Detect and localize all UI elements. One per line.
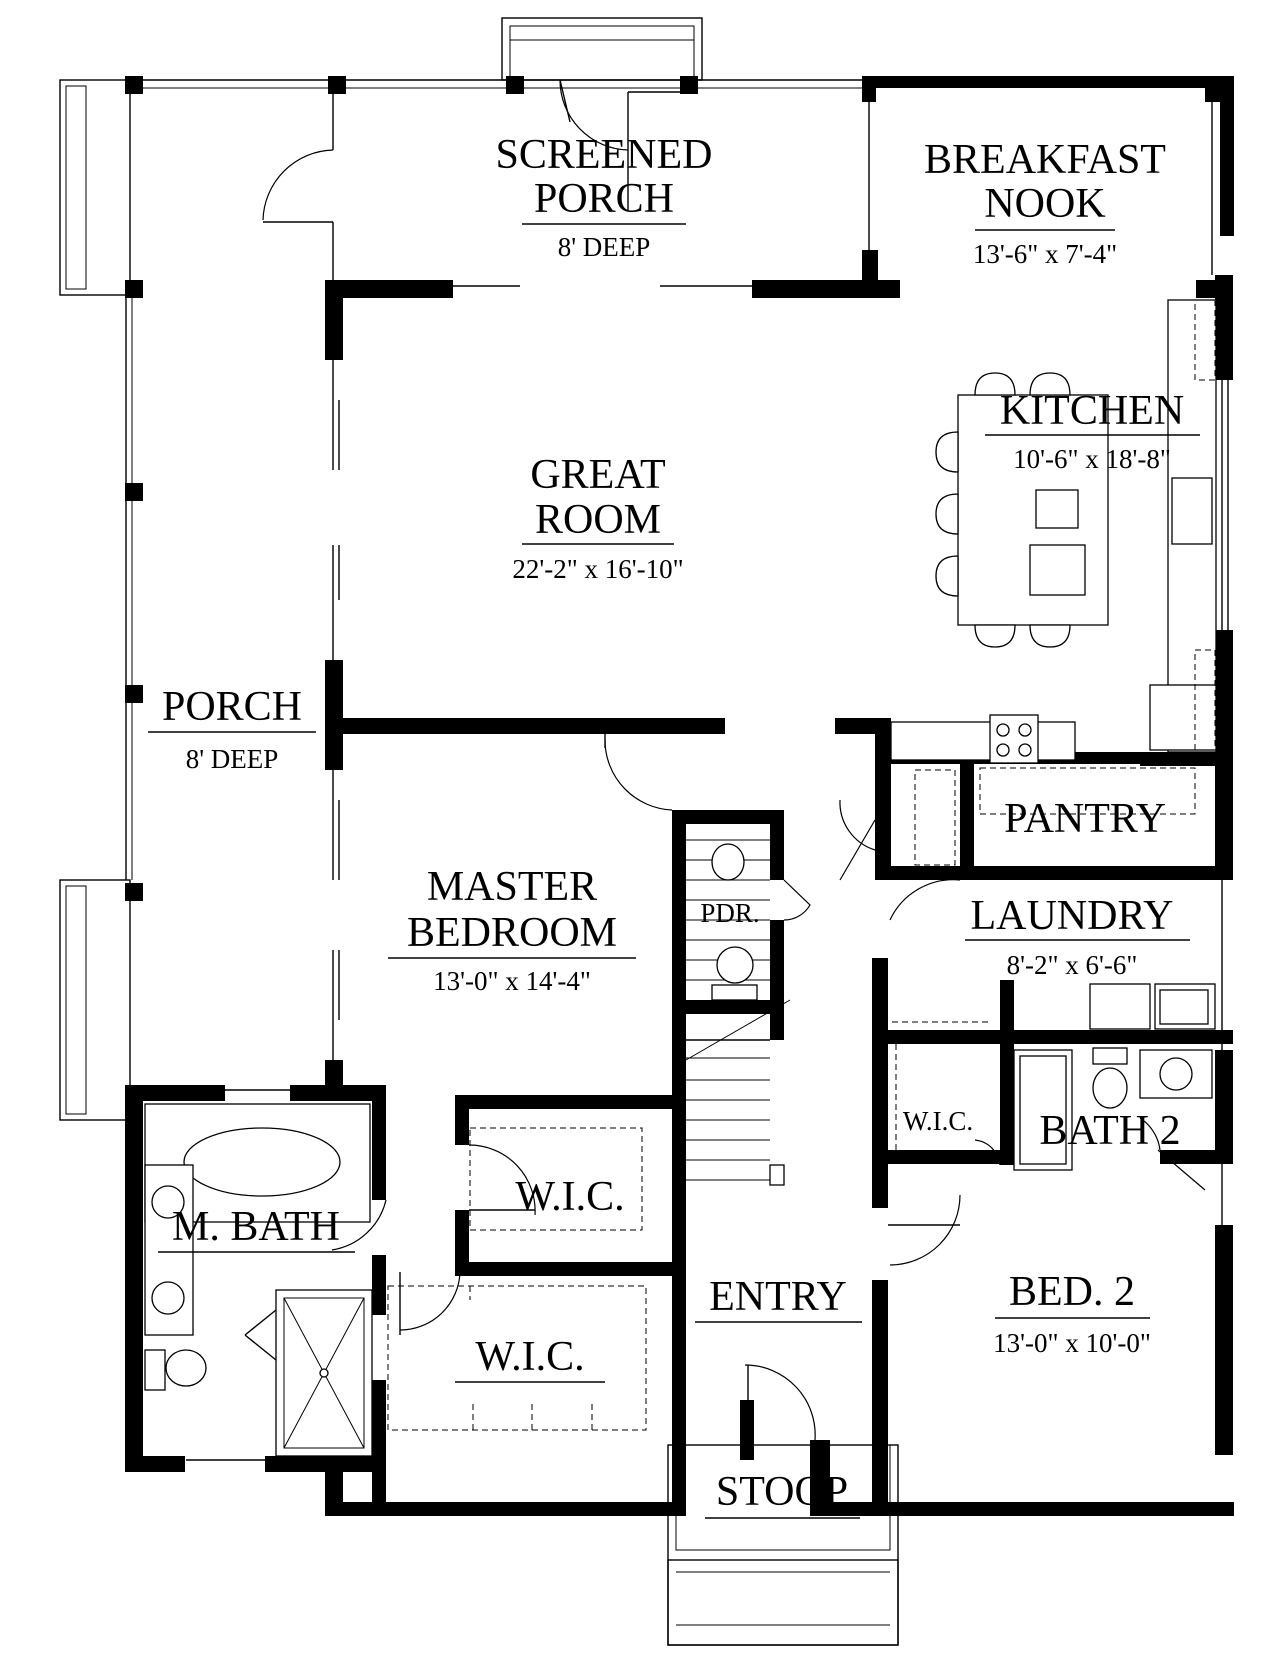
fridge: [1149, 684, 1217, 751]
great-room-dims: 22'-2" x 16'-10": [512, 554, 683, 584]
dishwasher: [1029, 544, 1086, 596]
fixtures: [144, 299, 1217, 1457]
porch-railings: [59, 17, 899, 1646]
master-bedroom-dims: 13'-0" x 14'-4": [433, 966, 591, 996]
island-sink-icon: [1035, 489, 1079, 529]
walls: [125, 76, 1234, 1516]
sink-icon: [151, 1281, 185, 1315]
toilet-icon: [1092, 1067, 1128, 1109]
toilet-icon: [165, 1349, 207, 1387]
range-icon: [989, 714, 1039, 764]
master-bedroom-name-1: MASTER: [427, 864, 597, 910]
bed-2-dims: 13'-0" x 10'-0": [993, 1328, 1151, 1358]
partitions: [186, 91, 1229, 1461]
screened-porch-dims: 8' DEEP: [558, 232, 651, 262]
sink-icon: [716, 946, 754, 984]
breakfast-nook-name-1: BREAKFAST: [924, 137, 1166, 183]
master-bath-name: M. BATH: [172, 1204, 340, 1250]
screened-porch-name-2: PORCH: [534, 176, 674, 222]
porch-dims: 8' DEEP: [186, 744, 279, 774]
kitchen-name: KITCHEN: [1000, 388, 1184, 434]
stoop-name: STOOP: [716, 1469, 848, 1515]
kitchen-dims: 10'-6" x 18'-8": [1013, 444, 1171, 474]
room-labels: SCREENED PORCH 8' DEEP BREAKFAST NOOK 13…: [148, 132, 1200, 1519]
sink-icon: [151, 1185, 185, 1219]
kitchen-sink-icon: [1171, 477, 1213, 545]
bed-2-name: BED. 2: [1009, 1269, 1135, 1315]
laundry-dims: 8'-2" x 6'-6": [1007, 950, 1138, 980]
bathtub: [183, 1127, 341, 1197]
great-room-name-1: GREAT: [530, 452, 665, 498]
pantry-name: PANTRY: [1004, 796, 1166, 842]
wic-small-name: W.I.C.: [903, 1106, 973, 1136]
door-swings: [262, 79, 1206, 1441]
master-wic-2-name: W.I.C.: [475, 1334, 584, 1380]
master-wic-1-name: W.I.C.: [515, 1174, 624, 1220]
entry-name: ENTRY: [709, 1274, 847, 1320]
porch-name: PORCH: [162, 684, 302, 730]
screened-porch-name-1: SCREENED: [495, 132, 712, 178]
breakfast-nook-name-2: NOOK: [984, 181, 1105, 227]
laundry-name: LAUNDRY: [970, 893, 1173, 939]
breakfast-nook-dims: 13'-6" x 7'-4": [973, 239, 1117, 269]
washer: [1089, 983, 1151, 1030]
bath-2-name: BATH 2: [1039, 1108, 1180, 1154]
great-room-name-2: ROOM: [535, 497, 661, 543]
toilet-icon: [711, 843, 745, 881]
powder-name: PDR.: [700, 898, 759, 928]
master-bedroom-name-2: BEDROOM: [407, 910, 617, 956]
